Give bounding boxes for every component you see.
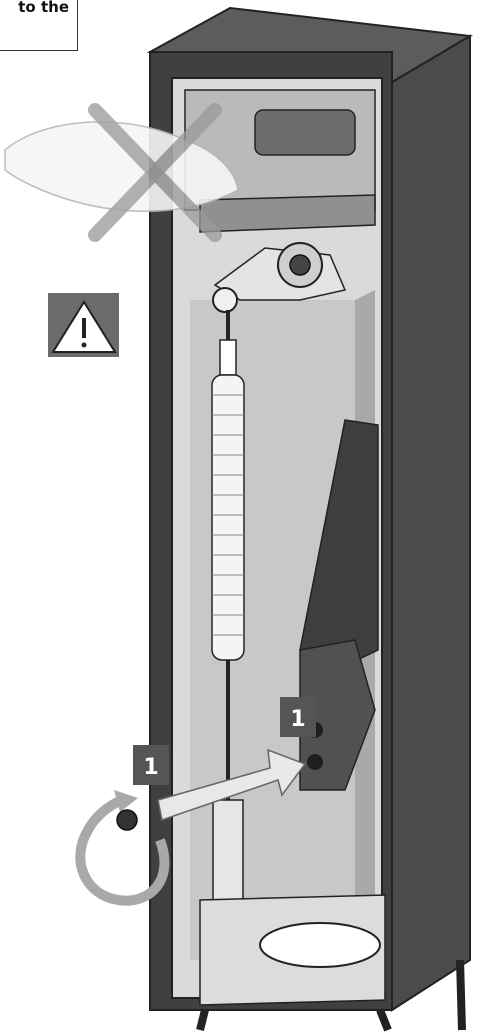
gas-spring xyxy=(212,310,244,940)
crossed-hand-icon xyxy=(5,110,238,235)
step-label-left: 1 xyxy=(143,755,158,780)
warning-triangle-icon xyxy=(48,293,119,357)
step-label-right: 1 xyxy=(290,707,305,732)
